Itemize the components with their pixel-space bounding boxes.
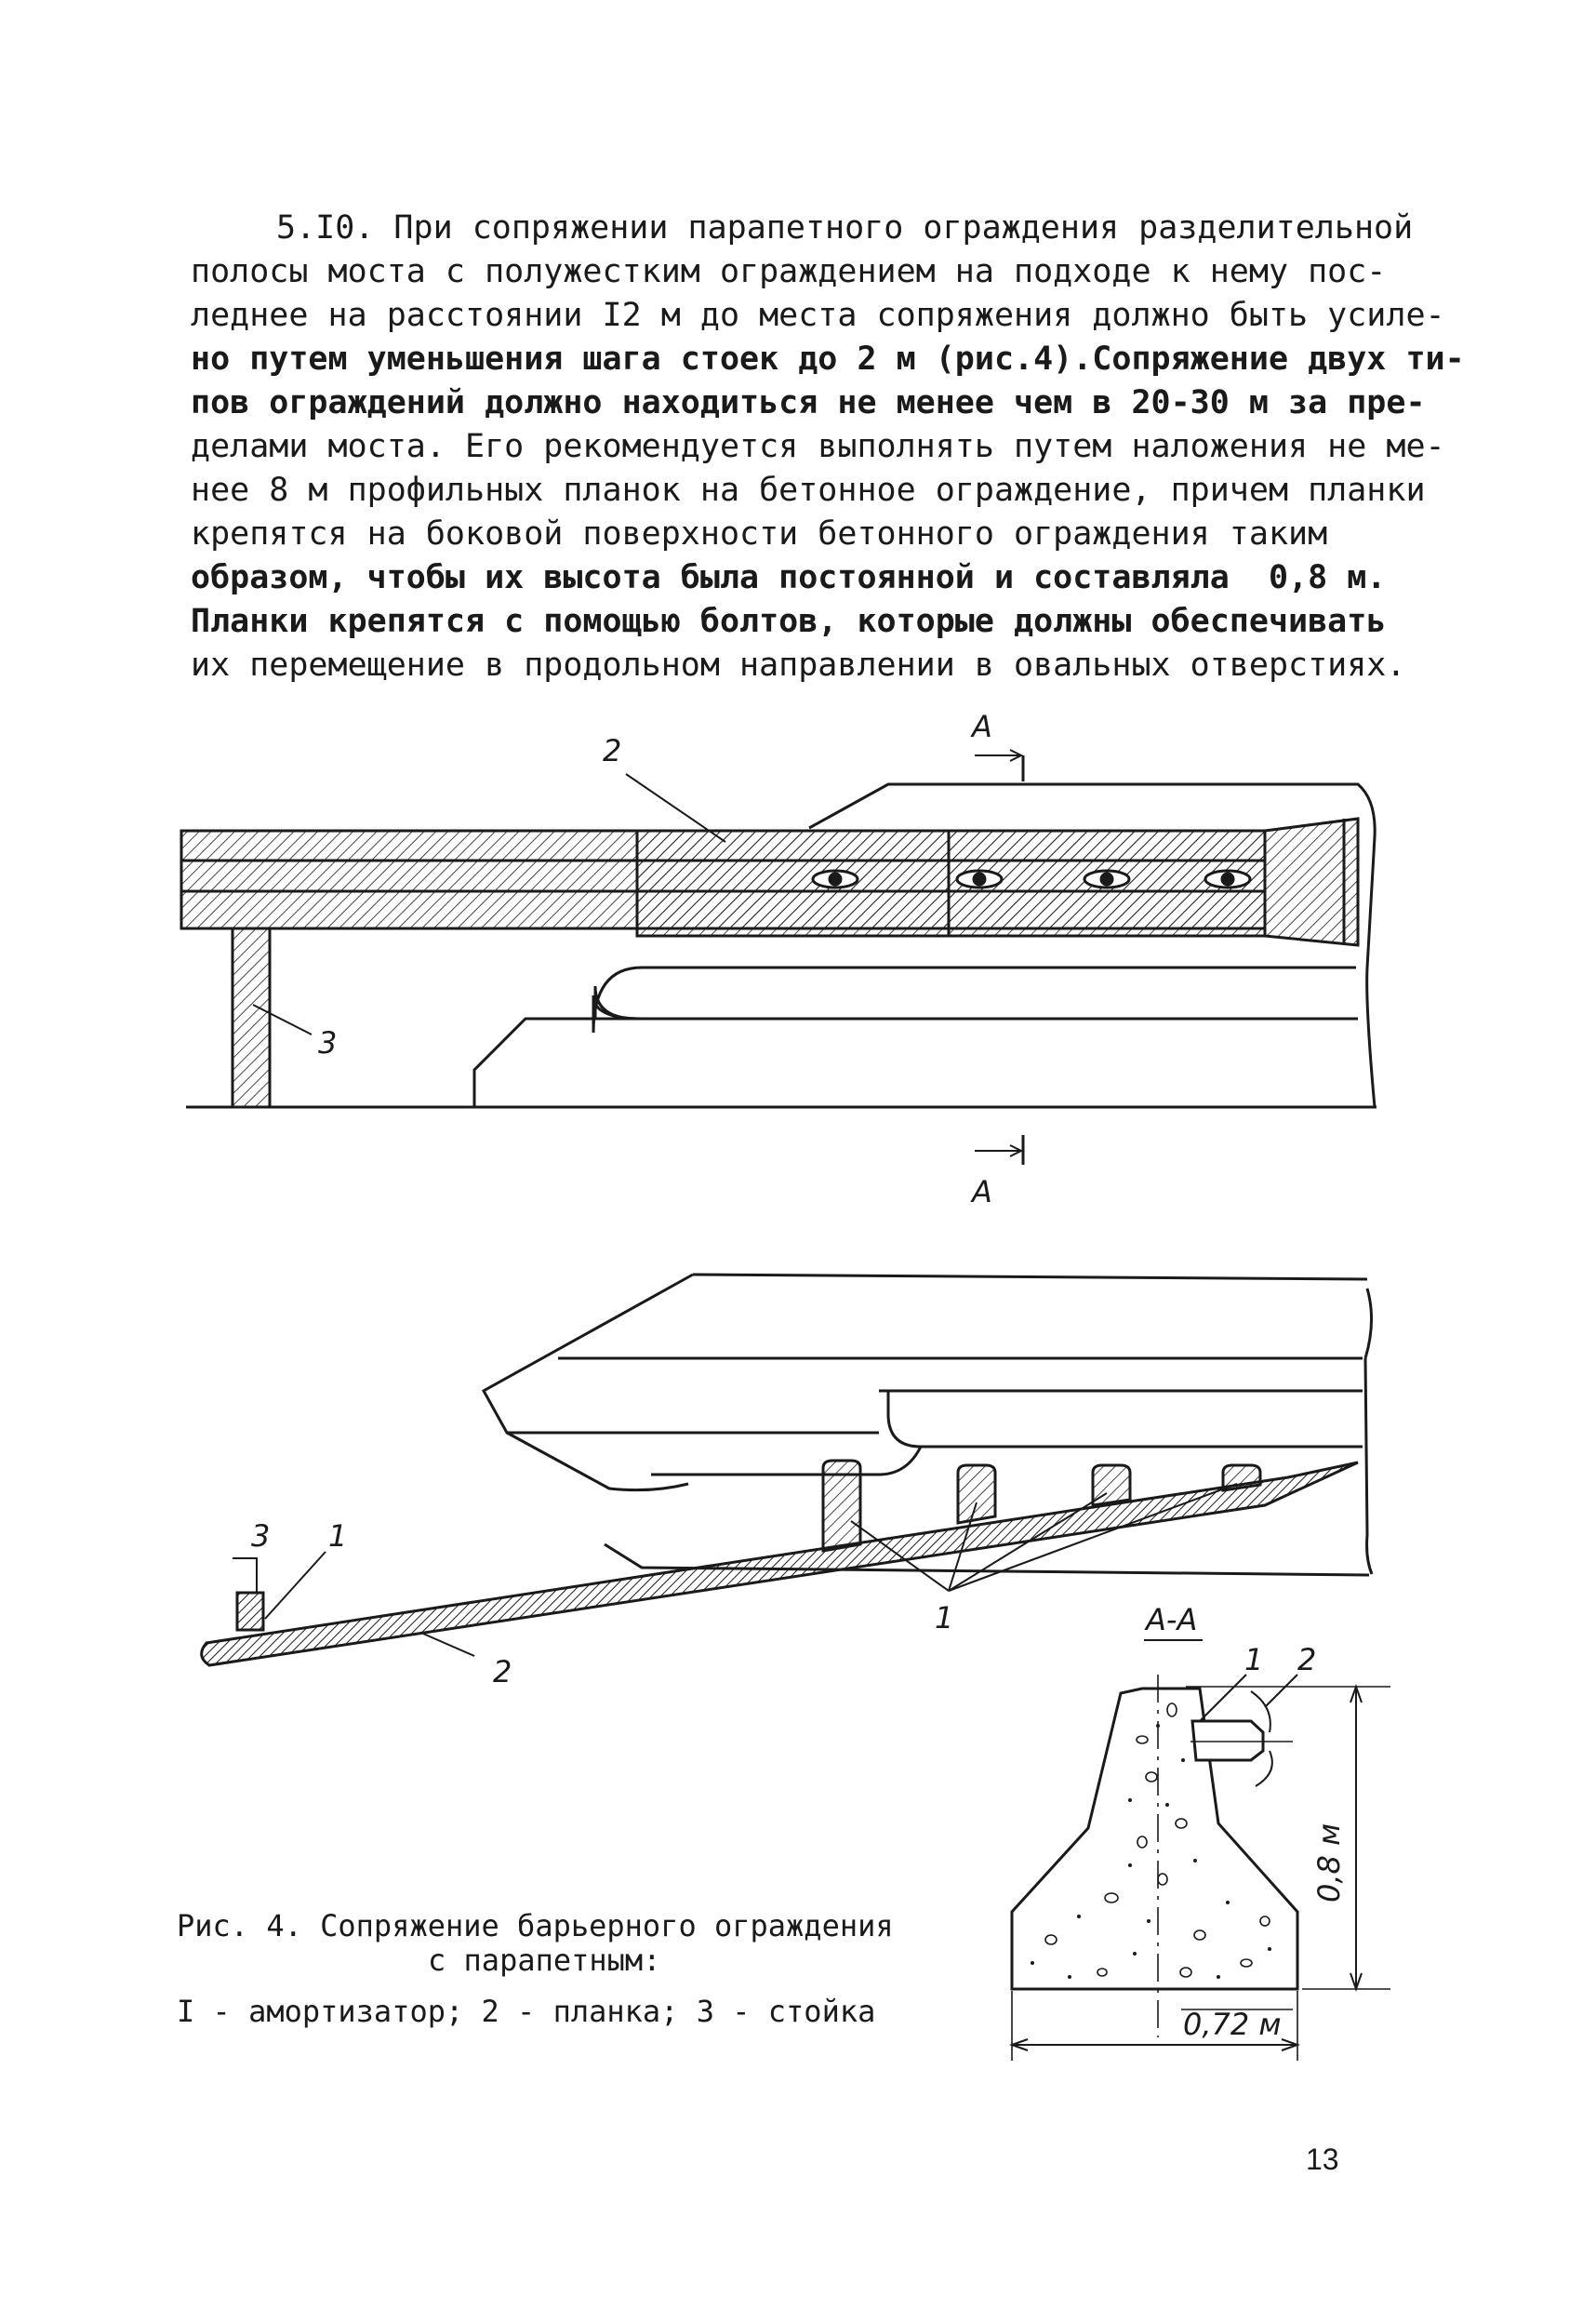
shock-absorber: [956, 1463, 997, 1525]
section-title: А-А: [1144, 1602, 1197, 1637]
section-view: [1008, 1639, 1390, 2061]
barrier-recess: [592, 966, 1356, 1034]
concrete-texture: [1044, 1702, 1270, 1978]
label-shock-section: 1: [1244, 1642, 1263, 1677]
barrier-outline: [472, 1017, 1358, 1107]
paragraph-line: 5.I0. При сопряжении парапетного огражде…: [276, 209, 1414, 247]
label-post-elevation: 3: [318, 1025, 337, 1061]
section-mark-top: А: [970, 709, 992, 744]
plan-view: [200, 1273, 1374, 1667]
plank-end-cap: [1263, 817, 1360, 947]
paragraph-line: но путем уменьшения шага стоек до 2 м (р…: [191, 340, 1465, 378]
page-number: 13: [1306, 2143, 1339, 2176]
barrier-top-outline: [808, 782, 1377, 1108]
caption-title: Рис. 4. Сопряжение барьерного ограждения: [177, 1908, 894, 1943]
paragraph-line: делами моста. Его рекомендуется выполнят…: [191, 428, 1445, 465]
oval-holes: [811, 869, 1252, 889]
label-shocks-plan: 1: [935, 1600, 953, 1635]
plan-plank: [200, 1461, 1359, 1667]
plan-post: [235, 1591, 265, 1632]
shock-absorber: [821, 1459, 862, 1553]
paragraph-line: крепятся на боковой поверхности бетонног…: [191, 515, 1328, 553]
section-plank: [1190, 1719, 1265, 1762]
paragraph-line: Планки крепятся с помощью болтов, которы…: [191, 603, 1387, 640]
plank-segment: [635, 829, 951, 938]
elevation-view: [180, 749, 1377, 1165]
dimension-height: 0,8 м: [1311, 1823, 1347, 1902]
paragraph-line: нее 8 м профильных планок на бетонное ог…: [191, 472, 1426, 509]
post: [231, 927, 272, 1109]
barrier-groove: [593, 985, 1358, 1021]
section-mark-bottom: А: [970, 1174, 992, 1209]
figure-caption: Рис. 4. Сопряжение барьерного ограждения…: [177, 1909, 939, 2029]
shock-absorber: [1221, 1463, 1262, 1492]
dimension-width: 0,72 м: [1183, 2007, 1282, 2042]
caption-legend: I - амортизатор; 2 - планка; 3 - стойка: [177, 1994, 876, 2029]
label-plank-elevation: 2: [603, 733, 621, 768]
label-plank-plan: 2: [493, 1654, 512, 1689]
caption-subtitle: с парапетным:: [428, 1943, 661, 1978]
label-shock-plan: 1: [328, 1518, 347, 1554]
concrete-dots: [1031, 1724, 1271, 1979]
label-post-plan: 3: [251, 1518, 270, 1554]
label-plank-section: 2: [1297, 1642, 1316, 1677]
